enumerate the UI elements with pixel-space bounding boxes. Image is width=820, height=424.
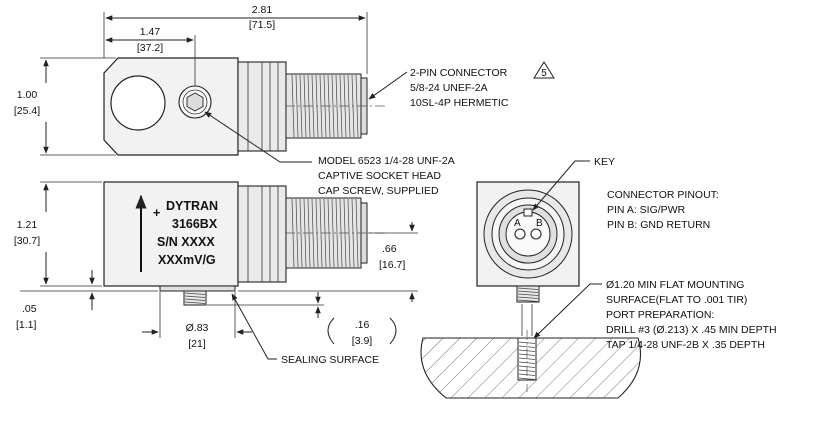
dim-0-16-mm: [3.9] [352, 335, 373, 347]
mounting-section [420, 304, 642, 399]
connector-callout: 2-PIN CONNECTOR 5/8-24 UNEF-2A 10SL-4P H… [368, 61, 555, 109]
dim-0-66-mm: [16.7] [379, 259, 405, 271]
dim-height-side: 1.21 [30.7] [14, 181, 102, 287]
label-serial: S/N XXXX [157, 235, 215, 249]
dim-0-66-in: .66 [382, 243, 397, 255]
dim-0-16-in: .16 [355, 319, 370, 331]
thread-line [517, 290, 539, 293]
dim-0-83-in: Ø.83 [186, 322, 209, 334]
thread-line [295, 74, 299, 138]
mounting-hole [110, 75, 166, 131]
note-number: 5 [541, 68, 547, 79]
dim-1-21-in: 1.21 [17, 219, 38, 231]
key-callout: KEY [532, 156, 615, 211]
thread-line [517, 296, 539, 299]
thread-line [335, 198, 339, 268]
screw-line-1: MODEL 6523 1/4-28 UNF-2A [318, 155, 455, 167]
pin-b [530, 228, 542, 240]
mounting-callout: Ø1.20 MIN FLAT MOUNTING SURFACE(FLAT TO … [533, 279, 777, 351]
screw-line-2: CAPTIVE SOCKET HEAD [318, 170, 441, 182]
thread-line [331, 74, 335, 138]
mounting-line-4: DRILL #3 (Ø.213) X .45 MIN DEPTH [606, 324, 777, 336]
screw-line-3: CAP SCREW, SUPPLIED [318, 185, 439, 197]
thread-line [518, 341, 536, 344]
dim-length-overall: 2.81 [71.5] [103, 4, 368, 74]
thread-line [518, 345, 536, 348]
top-view [103, 57, 385, 156]
pinout-pin-b: PIN B: GND RETURN [607, 219, 710, 231]
dim-0-83-mm: [21] [188, 338, 206, 350]
thread-line [518, 357, 536, 360]
thread-line [299, 198, 303, 268]
label-dytran: DYTRAN [166, 199, 218, 213]
thread-line [184, 295, 206, 298]
dim-2-81-mm: [71.5] [249, 19, 275, 31]
dim-height-top: 1.00 [25.4] [14, 57, 116, 156]
thread-line [517, 293, 539, 296]
pinout-title: CONNECTOR PINOUT: [607, 189, 719, 201]
label-sensitivity: XXXmV/G [158, 253, 216, 267]
connector-line-2: 5/8-24 UNEF-2A [410, 82, 488, 94]
side-view-body [103, 181, 239, 287]
thread-line [184, 298, 206, 301]
dim-0-05-in: .05 [22, 303, 37, 315]
dim-length-to-bolt: 1.47 [37.2] [105, 26, 196, 86]
connector-end-view: A B [476, 181, 580, 303]
dim-1-21-mm: [30.7] [14, 235, 40, 247]
dim-base-offset: .05 [1.1] [16, 270, 158, 331]
key-label: KEY [594, 156, 615, 168]
note-triangle [533, 61, 555, 79]
pinout-notes: CONNECTOR PINOUT: PIN A: SIG/PWR PIN B: … [607, 189, 719, 231]
mounting-line-2: SURFACE(FLAT TO .001 TIR) [606, 294, 747, 306]
thread-line [184, 292, 206, 295]
dim-base-diameter: Ø.83 [21] [142, 292, 252, 350]
dim-2-81-in: 2.81 [252, 4, 273, 16]
sealing-callout: SEALING SURFACE [231, 293, 379, 366]
pinout-pin-a: PIN A: SIG/PWR [607, 204, 686, 216]
dim-1-00-in: 1.00 [17, 89, 38, 101]
hex-socket [186, 92, 204, 112]
mounting-line-1: Ø1.20 MIN FLAT MOUNTING [606, 279, 744, 291]
thread-line [299, 74, 303, 138]
thread-line [517, 287, 539, 290]
dim-1-47-mm: [37.2] [137, 42, 163, 54]
connector-line-3: 10SL-4P HERMETIC [410, 97, 509, 109]
pin-a-letter: A [514, 218, 521, 229]
dim-1-47-in: 1.47 [140, 26, 161, 38]
screw-callout: MODEL 6523 1/4-28 UNF-2A CAPTIVE SOCKET … [204, 111, 455, 197]
thread-line [335, 74, 339, 138]
mounting-line-3: PORT PREPARATION: [606, 309, 714, 321]
thread-line [331, 198, 335, 268]
label-plus: + [153, 206, 160, 220]
dim-connector-height: .66 [16.7] [238, 222, 418, 302]
dim-0-05-mm: [1.1] [16, 319, 37, 331]
dim-stud-length: .16 [3.9] [207, 292, 397, 347]
label-model: 3166BX [172, 217, 218, 231]
thread-line [518, 377, 536, 380]
mounting-line-5: TAP 1/4-28 UNF-2B X .35 DEPTH [606, 339, 765, 351]
thread-line [295, 198, 299, 268]
pin-b-letter: B [536, 218, 543, 229]
thread-line [517, 299, 539, 302]
thread-line [184, 301, 206, 304]
sealing-label: SEALING SURFACE [281, 354, 379, 366]
connector-key [523, 208, 533, 217]
base-pad [159, 285, 236, 292]
pin-a [514, 228, 526, 240]
dim-1-00-mm: [25.4] [14, 105, 40, 117]
side-view: + DYTRAN 3166BX S/N XXXX XXXmV/G [103, 181, 385, 306]
connector-line-1: 2-PIN CONNECTOR [410, 67, 508, 79]
